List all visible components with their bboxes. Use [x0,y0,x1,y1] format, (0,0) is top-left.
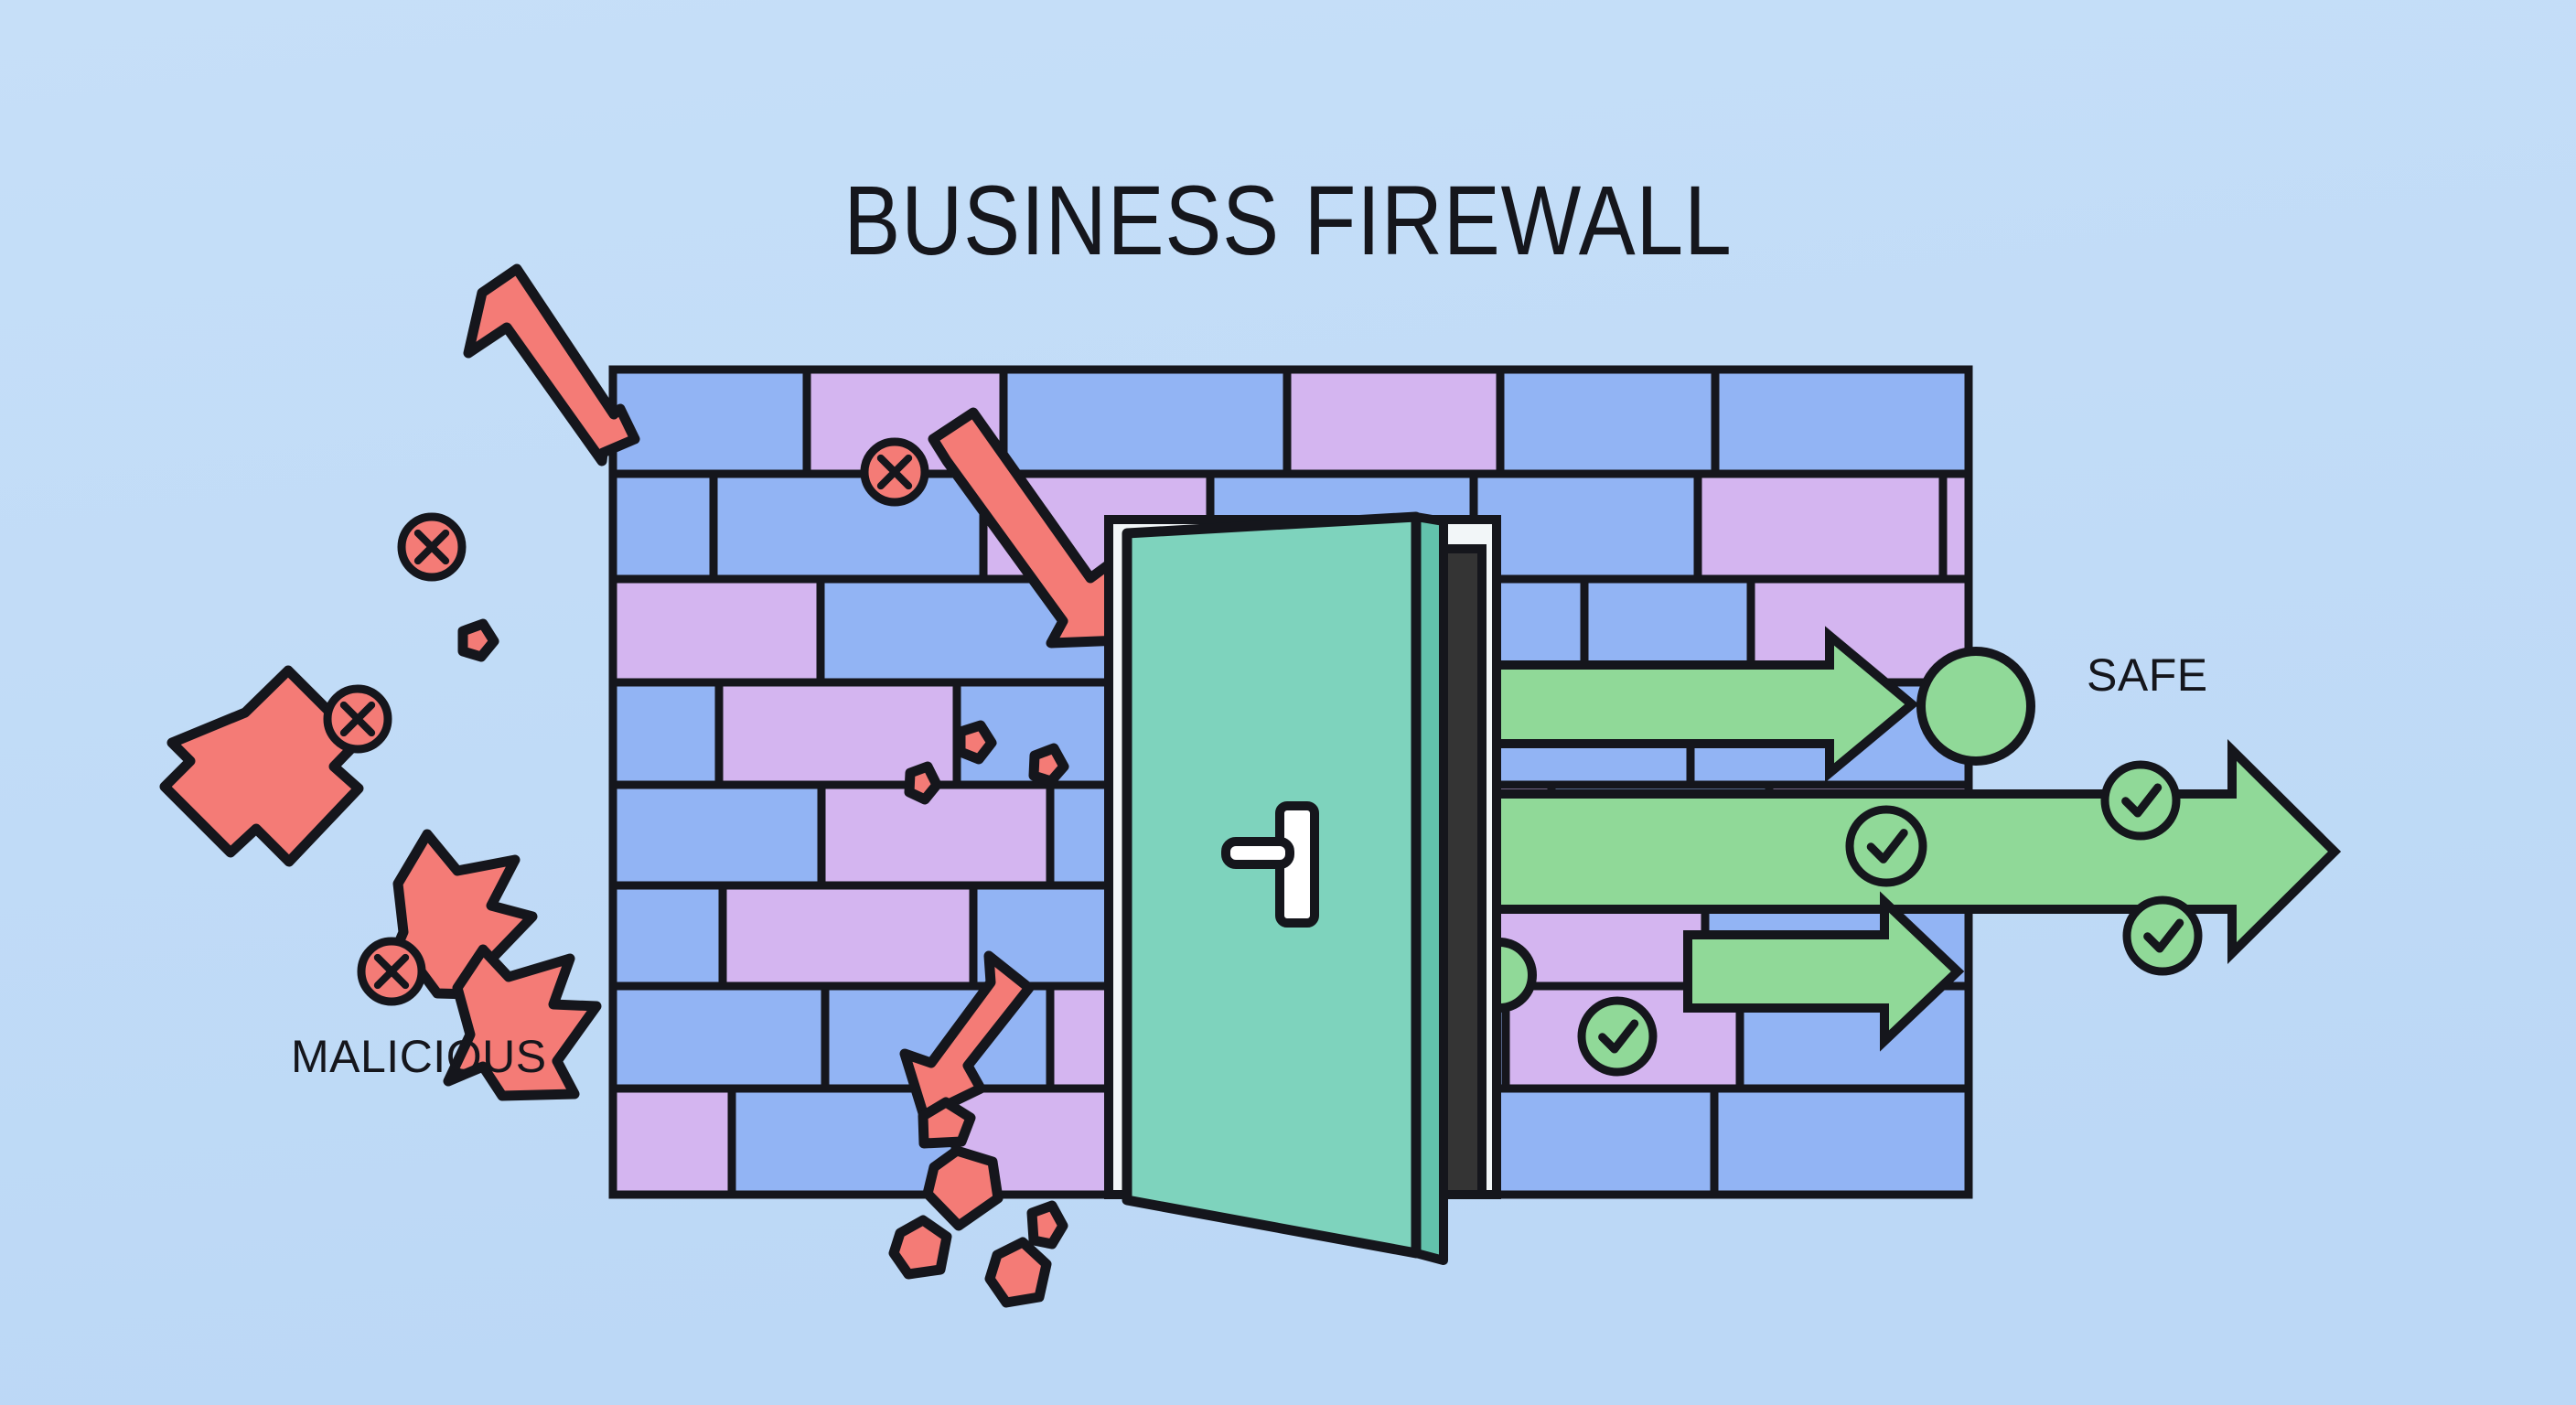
brick [1719,373,1965,470]
brick [723,686,953,781]
green-circle [1916,647,2035,766]
shard-h [1028,743,1069,787]
brick [617,583,817,679]
check-badge-door [1577,996,1658,1077]
brick [617,477,710,575]
x-badge-wall [860,437,929,507]
door-panel[interactable] [1122,511,1422,1259]
brick [735,1092,951,1191]
firewall-door [1104,511,1501,1265]
x-badge-upper [397,512,467,582]
shard-g [955,720,997,765]
brick [617,889,719,982]
shard-b [922,1145,1004,1231]
shard-i [457,618,499,662]
brick [617,373,803,470]
brick [726,889,970,982]
malicious-label: MALICIOUS [291,1031,547,1082]
brick [717,477,980,575]
brick [1718,1092,1965,1191]
brick [1477,477,1694,575]
brick [1701,477,1939,575]
status-badges-group [323,437,2203,1077]
x-badge-mid [323,684,392,754]
shard-e [1026,1200,1068,1249]
safe-arrows-group [1418,626,2342,1052]
door-handle-lever[interactable] [1221,837,1294,869]
broken-arrow-low [443,944,602,1101]
shard-f [904,761,942,805]
safe-arrow-small [1683,891,1965,1052]
brick [1291,373,1497,470]
brick [1947,477,1965,575]
brick [617,1092,728,1191]
brick [1504,373,1712,470]
brick [1007,373,1283,470]
shard-a [918,1097,976,1149]
brick [825,788,1046,882]
x-badge-lower [357,937,426,1006]
check-badge-right [2100,760,2181,841]
shard-d [984,1237,1052,1308]
check-badge-main [1845,805,1927,887]
check-badge-low [2122,896,2203,976]
brick [617,788,818,882]
brick [1475,1092,1711,1191]
bent-arrow-top [463,263,640,467]
shard-c [888,1215,952,1280]
brick [617,990,821,1085]
safe-label: SAFE [2087,649,2208,701]
page-title: BUSINESS FIREWALL [843,165,1733,275]
brick [617,686,715,781]
